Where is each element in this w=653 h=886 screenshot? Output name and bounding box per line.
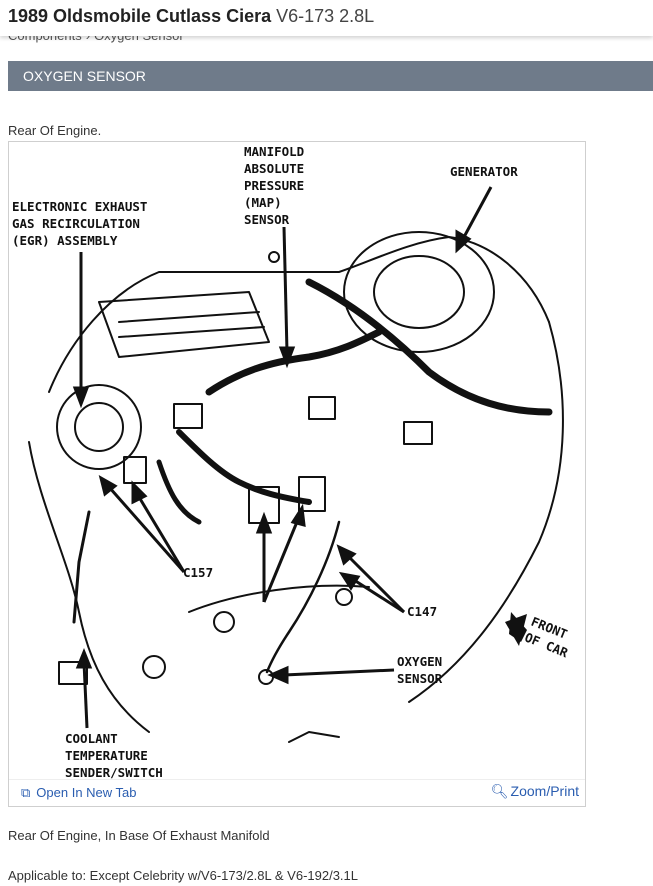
figure-caption: Rear Of Engine. (8, 123, 102, 138)
engine-subtitle: V6-173 2.8L (276, 6, 375, 26)
engine-line-drawing (28, 186, 564, 743)
zoom-print-link[interactable]: 🔍︎Zoom/Print (491, 783, 579, 800)
location-description: Rear Of Engine, In Base Of Exhaust Manif… (8, 828, 270, 843)
open-new-tab-icon: ⧉ (21, 785, 31, 800)
vehicle-title: 1989 Oldsmobile Cutlass Ciera (8, 6, 272, 26)
component-diagram: ELECTRONIC EXHAUST GAS RECIRCULATION (EG… (8, 141, 586, 807)
section-header: OXYGEN SENSOR (8, 61, 653, 91)
open-in-new-tab-link[interactable]: ⧉ Open In New Tab (21, 785, 137, 801)
applicability-note: Applicable to: Except Celebrity w/V6-173… (8, 868, 359, 883)
c157-label: C157 (183, 565, 214, 580)
open-in-new-tab-text: Open In New Tab (36, 785, 137, 800)
generator-label: GENERATOR (450, 164, 518, 179)
map-sensor-label: MANIFOLD ABSOLUTE PRESSURE (MAP) SENSOR (244, 144, 305, 227)
egr-assembly-label: ELECTRONIC EXHAUST GAS RECIRCULATION (EG… (12, 199, 148, 248)
magnifier-zoom-icon: 🔍︎ (490, 783, 509, 799)
section-title: OXYGEN SENSOR (23, 68, 146, 84)
oxygen-sensor-label: OXYGEN SENSOR (397, 654, 443, 686)
zoom-print-text: Zoom/Print (510, 783, 579, 799)
coolant-sender-label: COOLANT TEMPERATURE SENDER/SWITCH (65, 731, 163, 780)
figure-toolbar: ⧉ Open In New Tab 🔍︎Zoom/Print (9, 779, 585, 806)
c147-label: C147 (407, 604, 438, 619)
